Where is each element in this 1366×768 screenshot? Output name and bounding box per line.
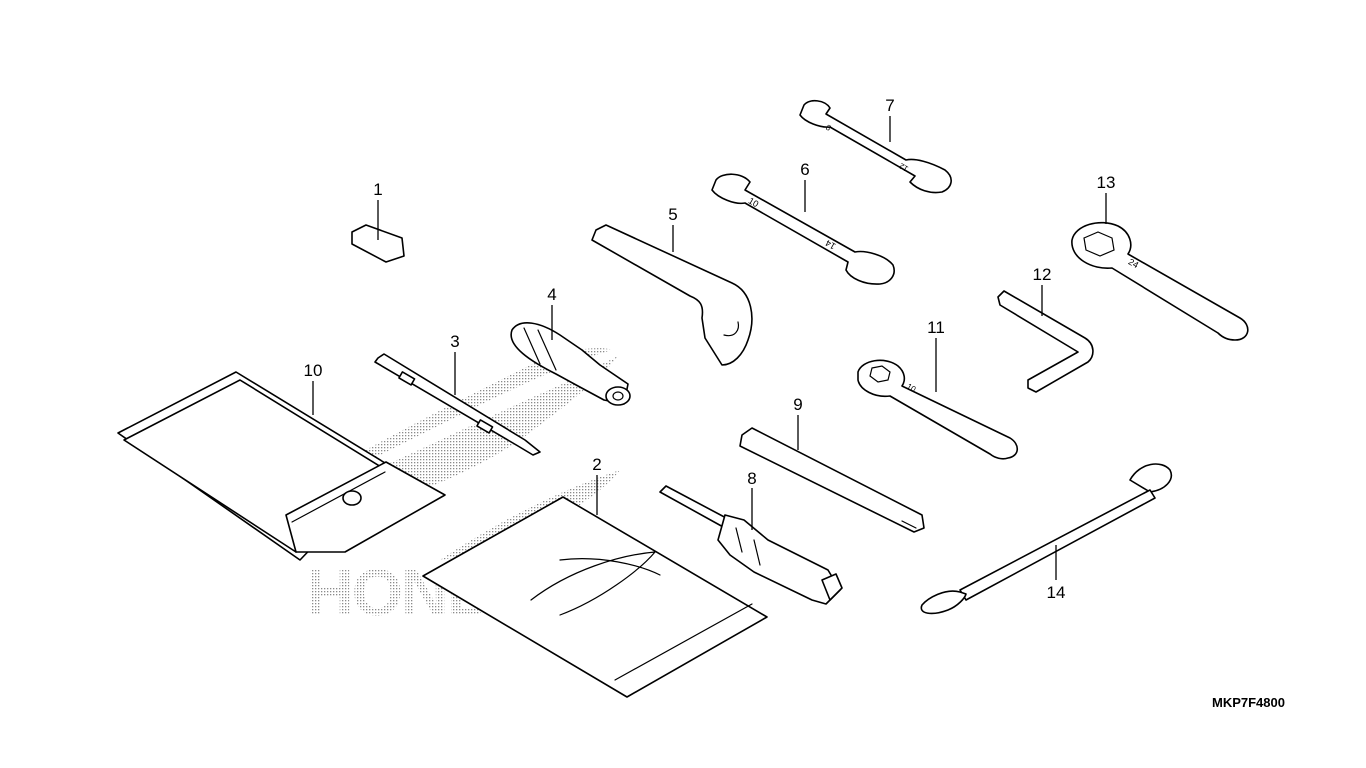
box-wrench-10-icon: 10 <box>857 359 1019 460</box>
callout-5: 5 <box>668 205 677 224</box>
callout-12: 12 <box>1033 265 1052 284</box>
callout-4: 4 <box>547 285 556 304</box>
callout-8: 8 <box>747 469 756 488</box>
spark-plug-socket-icon <box>659 485 843 605</box>
wrench-13-marking: 24 <box>1127 257 1141 271</box>
callout-14: 14 <box>1047 583 1066 602</box>
leader-lines <box>312 116 1107 580</box>
callout-7: 7 <box>885 96 894 115</box>
wrench-7-marking-a: 8 <box>824 123 833 133</box>
hex-key-icon <box>997 290 1094 393</box>
callout-9: 9 <box>793 395 802 414</box>
tool-pouch-icon <box>117 371 446 561</box>
callout-11: 11 <box>927 318 945 337</box>
pin-spanner-icon <box>591 224 753 366</box>
callout-6: 6 <box>800 160 809 179</box>
tool-clip-icon <box>351 224 405 263</box>
tool-bag-envelope-icon <box>422 496 768 698</box>
screwdriver-bit-icon <box>374 353 541 456</box>
extension-bar-icon <box>739 427 925 533</box>
callout-13: 13 <box>1097 173 1116 192</box>
wrench-6-marking-b: 14 <box>824 238 838 252</box>
callout-3: 3 <box>450 332 459 351</box>
box-wrench-24-icon: 24 <box>1071 221 1249 341</box>
open-end-wrench-8x12-icon: 8 12 <box>799 99 952 194</box>
callout-10: 10 <box>304 361 323 380</box>
screwdriver-handle-icon <box>510 322 631 406</box>
callout-2: 2 <box>592 455 601 474</box>
callout-labels: 1 2 3 4 5 6 7 8 9 10 11 12 13 14 <box>304 96 1116 602</box>
helmet-holder-cable-icon <box>920 463 1172 615</box>
drawing-code: MKP7F4800 <box>1212 695 1285 710</box>
open-end-wrench-10x14-icon: 10 14 <box>711 173 895 285</box>
wrench-6-marking-a: 10 <box>747 196 761 210</box>
callout-1: 1 <box>373 180 382 199</box>
